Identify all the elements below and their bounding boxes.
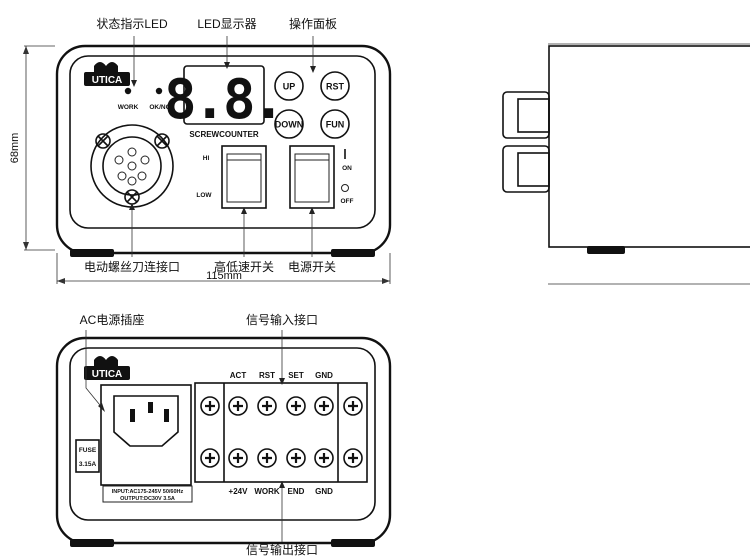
fun-button[interactable]: FUN [320,109,350,139]
terminal-screw-top-6[interactable] [343,396,363,416]
svg-text:FUN: FUN [326,120,345,130]
terminal-screw-top-4[interactable] [286,396,306,416]
terminal-block [194,382,368,483]
terminal-screw-bottom-3[interactable] [257,448,277,468]
back-panel [69,347,376,521]
connector-screw-tr [154,133,170,149]
terminal-screw-bottom-2[interactable] [228,448,248,468]
speed-switch-callout: 高低速开关 [214,259,274,274]
svg-text:DOWN: DOWN [275,120,304,130]
terminal-label-work: WORK [254,487,280,496]
signal-input-callout: 信号输入接口 [246,312,318,327]
front-foot-left [70,249,114,257]
back-housing [55,336,392,545]
power-off-label: OFF [341,198,354,205]
terminal-screws [200,396,363,468]
work-led-label: WORK [118,104,139,111]
side-housing [548,45,750,248]
terminal-label-gnd-bottom: GND [315,487,333,496]
back-logo: UTICA [84,356,130,380]
svg-text:FUSE: FUSE [79,447,97,454]
side-view [502,43,750,285]
terminal-label-act: ACT [230,371,247,380]
svg-text:3.15A: 3.15A [79,461,97,468]
motor-connector[interactable] [90,124,174,208]
power-off-mark [341,184,349,192]
side-knob-top [502,91,550,139]
height-dim-label: 68mm [9,133,21,164]
speed-low-label: LOW [196,192,212,199]
terminal-screw-top-3[interactable] [257,396,277,416]
terminal-label-rst: RST [259,371,275,380]
terminal-screw-top-5[interactable] [314,396,334,416]
connector-screw-tl [95,133,111,149]
svg-text:UTICA: UTICA [92,369,123,380]
back-view: UTICA FUSE 3.15A INPUT:AC175-245V 50/60H… [55,312,392,557]
speed-switch[interactable] [221,145,267,209]
rating-input: INPUT:AC175-245V 50/60Hz [112,489,184,495]
led-display-callout: LED显示器 [197,17,256,31]
terminal-screw-bottom-6[interactable] [343,448,363,468]
led-display [183,65,265,125]
signal-output-callout: 信号输出接口 [246,542,318,557]
ac-power-socket[interactable] [100,384,192,486]
terminal-screw-bottom-5[interactable] [314,448,334,468]
terminal-screw-bottom-4[interactable] [286,448,306,468]
ac-socket-leader [85,330,105,411]
power-switch-callout: 电源开关 [288,260,336,274]
side-foot [587,246,625,254]
front-housing [55,44,392,255]
back-foot-left [70,539,114,547]
terminal-label-gnd-top: GND [315,371,333,380]
power-on-label: ON [342,165,352,172]
svg-text:UP: UP [283,82,296,92]
terminal-label-set: SET [288,371,304,380]
motor-connector-callout: 电动螺丝刀连接口 [84,259,180,274]
led-display-digits: 8.8. [164,68,282,131]
terminal-screw-top-2[interactable] [228,396,248,416]
terminal-screw-top-1[interactable] [200,396,220,416]
speed-hi-label: HI [203,155,210,162]
rst-button[interactable]: RST [320,71,350,101]
status-leds-callout: 状态指示LED [96,16,168,31]
connector-screw-bottom [124,189,140,205]
display-caption: SCREWCOUNTER [189,130,259,139]
fuse-holder[interactable]: FUSE 3.15A [75,439,100,473]
side-knob-bottom [502,145,550,193]
width-dim-label: 115mm [206,270,242,282]
power-switch[interactable] [289,145,335,209]
svg-text:UTICA: UTICA [92,75,123,86]
front-panel [69,55,376,229]
terminal-label-end: END [288,487,305,496]
ac-socket-callout: AC电源插座 [80,312,145,327]
down-button[interactable]: DOWN [274,109,304,139]
terminal-label-24v: +24V [229,487,249,496]
control-panel-callout: 操作面板 [289,16,337,31]
rating-plate [102,485,193,503]
work-led [124,87,132,95]
ok-ng-led [155,87,163,95]
front-logo: UTICA [84,62,130,86]
terminal-screw-bottom-1[interactable] [200,448,220,468]
svg-text:RST: RST [326,82,345,92]
back-foot-right [331,539,375,547]
rating-output: OUTPUT:DC30V 3.5A [120,496,175,502]
front-foot-right [331,249,375,257]
front-view: 68mm 115mm UTICA WORK OK/NG 8.8. SCREWCO… [9,16,392,284]
up-button[interactable]: UP [274,71,304,101]
ok-ng-led-label: OK/NG [149,104,170,111]
